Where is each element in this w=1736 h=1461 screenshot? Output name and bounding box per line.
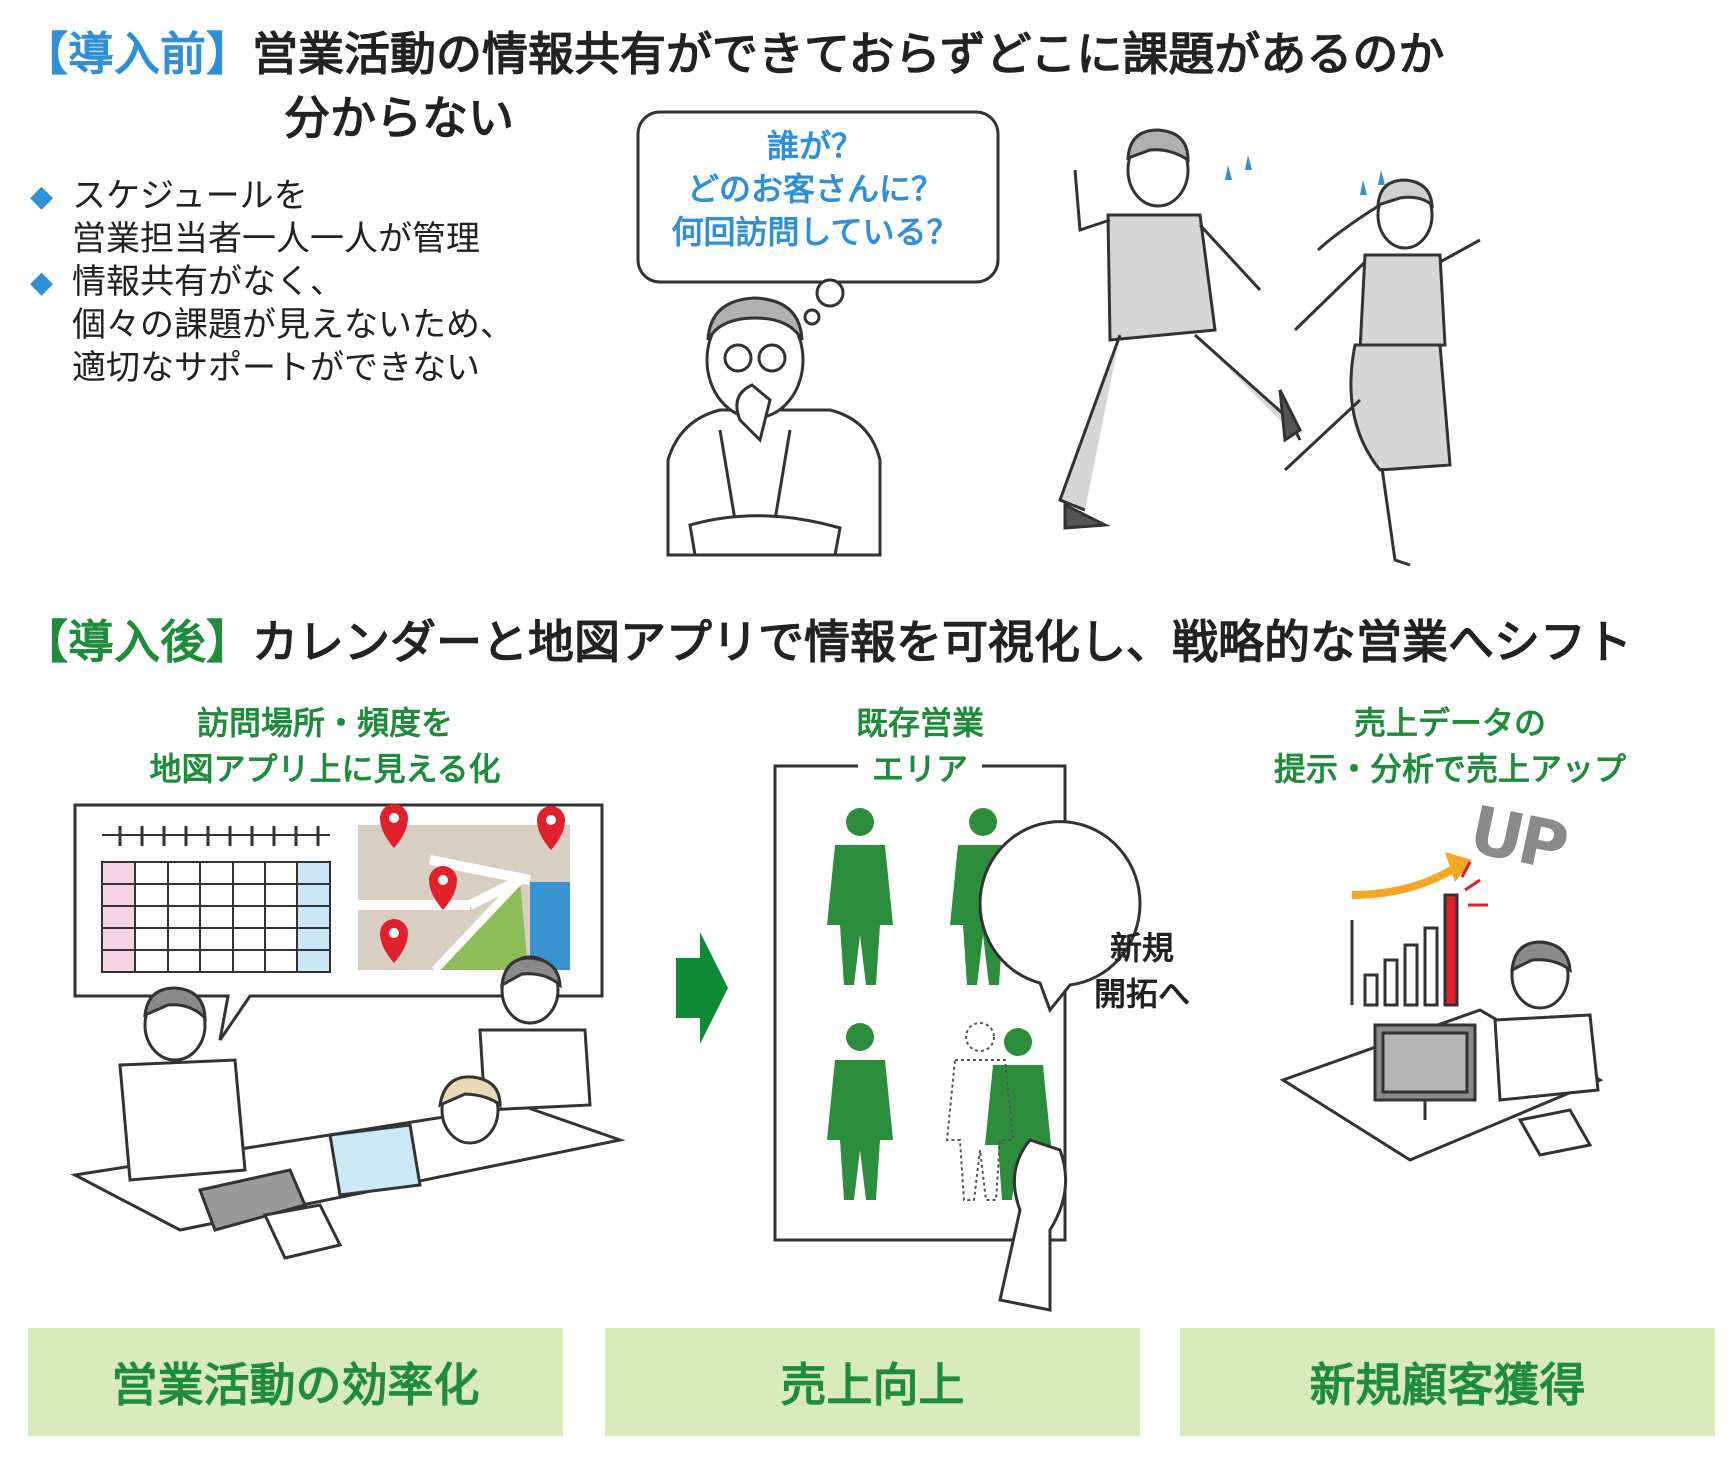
bubble-line: 新規	[1109, 929, 1174, 967]
pointing-hand-illustration	[998, 1138, 1068, 1312]
caption-line: エリア	[871, 750, 968, 788]
caption-line: 訪問場所・頻度を	[196, 704, 453, 742]
bullet-text: 個々の課題が見えないため、	[72, 305, 514, 345]
bubble-line: 誰が？	[766, 127, 863, 165]
flow-arrow-icon	[676, 932, 728, 1044]
caption-area: 既存営業 エリア	[780, 700, 1060, 792]
running-workers-illustration	[1058, 128, 1481, 567]
bubble-line: 何回訪問している？	[671, 213, 959, 251]
office-worker-illustration	[1279, 940, 1604, 1162]
before-heading: 【導入前】営業活動の情報共有ができておらずどこに課題があるのか 分からない	[22, 22, 1582, 150]
growth-arrow-icon	[1351, 852, 1472, 899]
bullet-text: 情報共有がなく、	[72, 262, 344, 302]
result-sales-up: 売上向上	[605, 1328, 1140, 1436]
after-heading: 【導入後】カレンダーと地図アプリで情報を可視化し、戦略的な営業へシフト	[22, 610, 1722, 674]
result-new-customers: 新規顧客獲得	[1180, 1328, 1715, 1436]
question-bubble-text: 誰が？ どのお客さんに？ 何回訪問している？	[640, 125, 990, 254]
caption-line: 売上データの	[1353, 704, 1546, 742]
bubble-line: 開拓へ	[1093, 975, 1190, 1013]
map-pin-icon	[380, 804, 565, 963]
diamond-bullet-icon: ◆	[30, 265, 54, 300]
bullet-text: 適切なサポートができない	[72, 348, 480, 388]
dotted-salesperson-icon	[945, 1022, 1015, 1201]
bullet-text: 営業担当者一人一人が管理	[72, 219, 480, 259]
speech-bubble	[978, 820, 1142, 1014]
before-bullet-list: ◆ スケジュールを 営業担当者一人一人が管理 ◆ 情報共有がなく、 個々の課題が…	[30, 175, 514, 390]
before-title-line2: 分からない	[284, 91, 514, 145]
caption-line: 既存営業	[855, 704, 984, 742]
caption-map: 訪問場所・頻度を 地図アプリ上に見える化	[90, 700, 560, 792]
thinking-manager-illustration	[666, 296, 882, 557]
bullet-item: ◆ スケジュールを 営業担当者一人一人が管理	[30, 175, 514, 261]
caption-line: 地図アプリ上に見える化	[149, 750, 501, 788]
result-efficiency: 営業活動の効率化	[28, 1328, 563, 1436]
calendar-icon	[101, 826, 331, 973]
bullet-text: スケジュールを	[72, 176, 308, 216]
after-title: カレンダーと地図アプリで情報を可視化し、戦略的な営業へシフト	[252, 615, 1632, 669]
caption-sales: 売上データの 提示・分析で売上アップ	[1220, 700, 1680, 792]
bar-chart-icon	[1350, 893, 1459, 1007]
diamond-bullet-icon: ◆	[30, 179, 54, 214]
caption-line: 提示・分析で売上アップ	[1273, 750, 1626, 788]
bubble-line: どのお客さんに？	[686, 170, 943, 208]
new-development-text: 新規 開拓へ	[1057, 925, 1227, 1017]
before-tag: 【導入前】	[22, 27, 252, 81]
spark-lines	[1460, 861, 1488, 907]
meeting-people-illustration	[70, 955, 626, 1260]
bullet-item: ◆ 情報共有がなく、 個々の課題が見えないため、 適切なサポートができない	[30, 261, 514, 390]
before-title-line1: 営業活動の情報共有ができておらずどこに課題があるのか	[252, 27, 1445, 81]
thought-bubble	[636, 110, 1000, 326]
sales-area-box	[773, 764, 1067, 1242]
after-tag: 【導入後】	[22, 615, 252, 669]
